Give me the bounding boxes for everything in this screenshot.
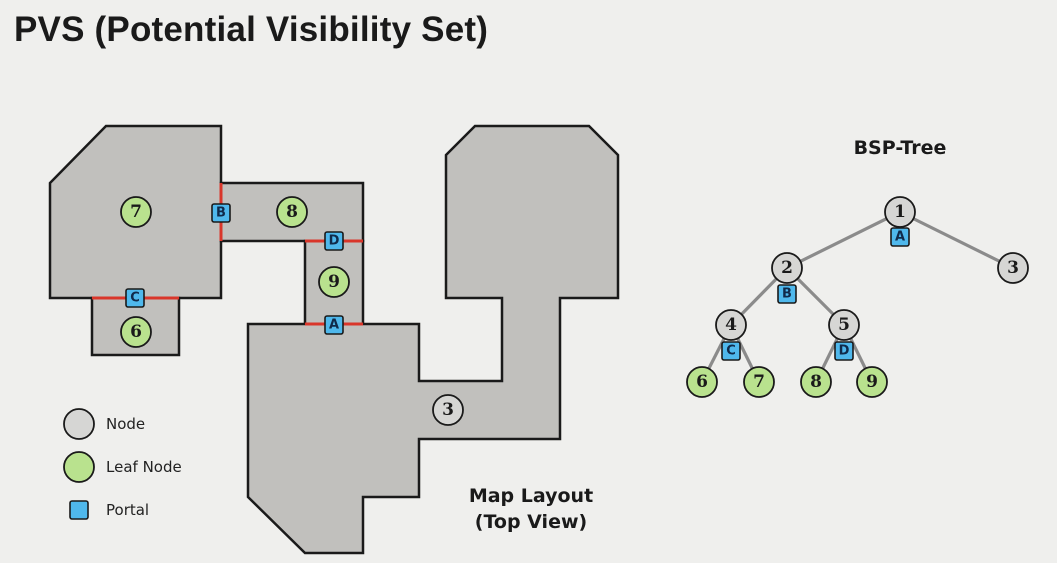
- page-title: PVS (Potential Visibility Set): [14, 10, 489, 49]
- tree-node-5-label: 5: [838, 315, 850, 335]
- tree-leaf-7-label: 7: [753, 372, 765, 392]
- map-leaf-9-label: 9: [328, 272, 340, 292]
- legend-node-label: Node: [106, 415, 145, 433]
- legend-portal-label: Portal: [106, 501, 149, 519]
- legend-node: Node: [63, 408, 145, 440]
- room-3: [246, 124, 620, 555]
- map-leaf-6-label: 6: [130, 322, 142, 342]
- map-portal-d-label: D: [329, 234, 340, 249]
- tree-node-3: 3: [997, 252, 1029, 284]
- map-portal-c: C: [125, 288, 145, 308]
- tree-node-4: 4: [715, 309, 747, 341]
- tree-leaf-8: 8: [800, 366, 832, 398]
- legend-leaf-label: Leaf Node: [106, 458, 182, 476]
- bsp-tree-caption: BSP-Tree: [854, 137, 947, 159]
- tree-leaf-6: 6: [686, 366, 718, 398]
- legend-node-swatch: [63, 408, 95, 440]
- tree-portal-c-label: C: [726, 344, 736, 359]
- legend-leaf-swatch: [63, 451, 95, 483]
- map-layout: 7 8 9 6 3 B D C: [48, 124, 620, 555]
- tree-node-3-label: 3: [1007, 258, 1019, 278]
- map-node-3: 3: [432, 394, 464, 426]
- map-leaf-6: 6: [120, 316, 152, 348]
- tree-portal-b: B: [777, 284, 797, 304]
- tree-node-1: 1: [884, 196, 916, 228]
- map-portal-a-label: A: [329, 318, 339, 333]
- tree-leaf-6-label: 6: [696, 372, 708, 392]
- map-leaf-7: 7: [120, 196, 152, 228]
- map-caption-line2: (Top View): [475, 511, 587, 533]
- tree-leaf-9: 9: [856, 366, 888, 398]
- tree-portal-d-label: D: [839, 344, 850, 359]
- tree-portal-a-label: A: [895, 230, 905, 245]
- map-portal-b-label: B: [216, 206, 226, 221]
- map-leaf-8: 8: [276, 196, 308, 228]
- map-leaf-9: 9: [318, 266, 350, 298]
- tree-portal-a: A: [890, 227, 910, 247]
- tree-edge-1-3: [899, 210, 1014, 270]
- tree-portal-c: C: [721, 341, 741, 361]
- tree-edge-1-2: [786, 210, 901, 270]
- tree-leaf-9-label: 9: [866, 372, 878, 392]
- tree-leaf-8-label: 8: [810, 372, 822, 392]
- legend-portal: Portal: [69, 500, 149, 520]
- map-leaf-8-label: 8: [286, 202, 298, 222]
- tree-node-2: 2: [771, 252, 803, 284]
- map-portal-b: B: [211, 203, 231, 223]
- map-portal-a: A: [324, 315, 344, 335]
- bsp-tree: BSP-Tree 1 2 3 4 5: [686, 137, 1029, 398]
- map-portal-d: D: [324, 231, 344, 251]
- legend-leaf: Leaf Node: [63, 451, 182, 483]
- map-portal-c-label: C: [130, 291, 140, 306]
- legend-portal-swatch: [69, 500, 89, 520]
- map-leaf-7-label: 7: [130, 202, 142, 222]
- tree-node-4-label: 4: [725, 315, 737, 335]
- map-node-3-label: 3: [442, 400, 454, 420]
- map-caption-line1: Map Layout: [469, 485, 593, 507]
- tree-portal-b-label: B: [782, 287, 792, 302]
- tree-leaf-7: 7: [743, 366, 775, 398]
- tree-node-5: 5: [828, 309, 860, 341]
- tree-node-2-label: 2: [781, 258, 793, 278]
- legend: Node Leaf Node Portal: [63, 408, 182, 520]
- tree-node-1-label: 1: [894, 202, 906, 222]
- tree-portal-d: D: [834, 341, 854, 361]
